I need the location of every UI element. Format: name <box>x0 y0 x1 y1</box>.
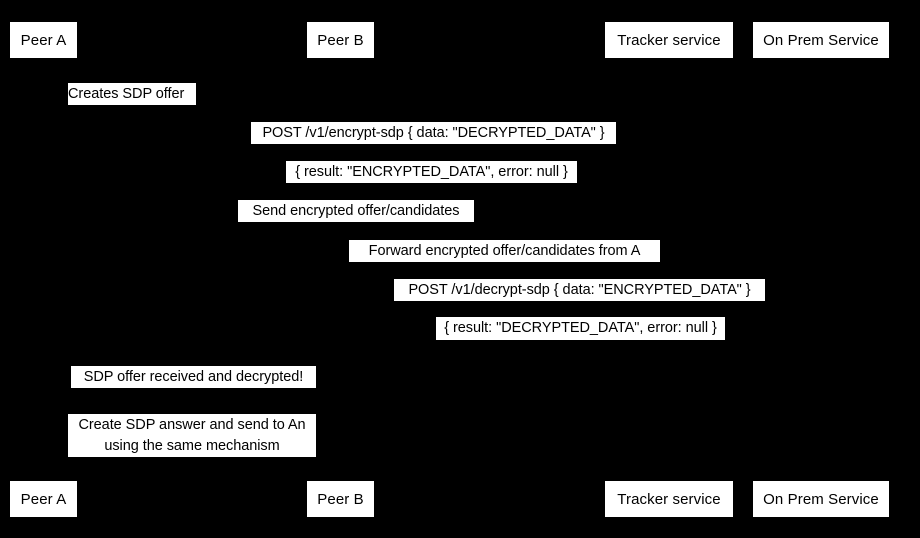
message-label: Forward encrypted offer/candidates from … <box>368 242 641 259</box>
participant-footer-peer-b[interactable]: Peer B <box>307 481 374 517</box>
message-post-decrypt-sdp[interactable]: POST /v1/decrypt-sdp { data: "ENCRYPTED_… <box>394 279 765 301</box>
participant-label: Peer A <box>20 490 67 508</box>
message-label: Creates SDP offer <box>68 85 185 102</box>
message-post-encrypt-sdp[interactable]: POST /v1/encrypt-sdp { data: "DECRYPTED_… <box>251 122 616 144</box>
note-line-2: using the same mechanism <box>104 437 280 454</box>
participant-label: On Prem Service <box>763 31 879 49</box>
participant-header-peer-a[interactable]: Peer A <box>10 22 77 58</box>
message-label: POST /v1/decrypt-sdp { data: "ENCRYPTED_… <box>408 281 751 298</box>
note-create-sdp-answer[interactable]: Create SDP answer and send to An using t… <box>68 414 316 457</box>
participant-footer-tracker-service[interactable]: Tracker service <box>605 481 733 517</box>
lifeline-tracker-service <box>669 58 670 481</box>
message-encrypt-sdp-result[interactable]: { result: "ENCRYPTED_DATA", error: null … <box>286 161 577 183</box>
participant-footer-on-prem-service[interactable]: On Prem Service <box>753 481 889 517</box>
message-label: SDP offer received and decrypted! <box>83 368 304 385</box>
lifeline-peer-a <box>43 58 44 481</box>
lifeline-peer-b <box>340 58 341 481</box>
participant-header-peer-b[interactable]: Peer B <box>307 22 374 58</box>
participant-label: Peer A <box>20 31 67 49</box>
message-label: POST /v1/encrypt-sdp { data: "DECRYPTED_… <box>262 124 605 141</box>
participant-header-on-prem-service[interactable]: On Prem Service <box>753 22 889 58</box>
message-send-encrypted-offer[interactable]: Send encrypted offer/candidates <box>238 200 474 222</box>
lifeline-on-prem-service <box>821 58 822 481</box>
message-label: { result: "ENCRYPTED_DATA", error: null … <box>295 163 568 180</box>
message-label: { result: "DECRYPTED_DATA", error: null … <box>444 320 717 336</box>
participant-label: Peer B <box>317 490 364 508</box>
participant-header-tracker-service[interactable]: Tracker service <box>605 22 733 58</box>
message-decrypt-sdp-result[interactable]: { result: "DECRYPTED_DATA", error: null … <box>436 317 725 340</box>
message-label: Send encrypted offer/candidates <box>252 202 460 219</box>
message-forward-encrypted-offer[interactable]: Forward encrypted offer/candidates from … <box>349 240 660 262</box>
note-line-1: Create SDP answer and send to An <box>78 416 306 433</box>
participant-label: Tracker service <box>617 490 721 508</box>
message-creates-sdp-offer[interactable]: Creates SDP offer <box>68 83 196 105</box>
participant-label: Peer B <box>317 31 364 49</box>
participant-label: On Prem Service <box>763 490 879 508</box>
participant-label: Tracker service <box>617 31 721 49</box>
message-sdp-offer-received[interactable]: SDP offer received and decrypted! <box>71 366 316 388</box>
participant-footer-peer-a[interactable]: Peer A <box>10 481 77 517</box>
